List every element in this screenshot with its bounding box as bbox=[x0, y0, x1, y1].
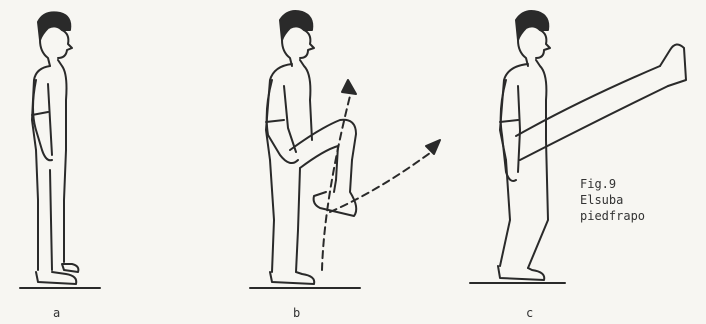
arrow-up-head bbox=[342, 80, 356, 94]
panel-label-c: c bbox=[526, 306, 534, 320]
motion-arrows bbox=[322, 96, 434, 270]
figure-c-leg-kick bbox=[498, 11, 686, 280]
figure-a-standing bbox=[32, 12, 78, 284]
caption-line-2: piedfrapo bbox=[580, 208, 645, 224]
arrow-forward-head bbox=[426, 140, 440, 154]
figure-b-knee-raise bbox=[266, 11, 356, 284]
figure-number: Fig.9 bbox=[580, 176, 645, 192]
panel-label-a: a bbox=[53, 306, 61, 320]
figure-caption: Fig.9 Elsuba piedfrapo bbox=[580, 176, 645, 224]
panel-label-b: b bbox=[293, 306, 301, 320]
arrow-forward-path bbox=[330, 150, 434, 212]
caption-line-1: Elsuba bbox=[580, 192, 645, 208]
